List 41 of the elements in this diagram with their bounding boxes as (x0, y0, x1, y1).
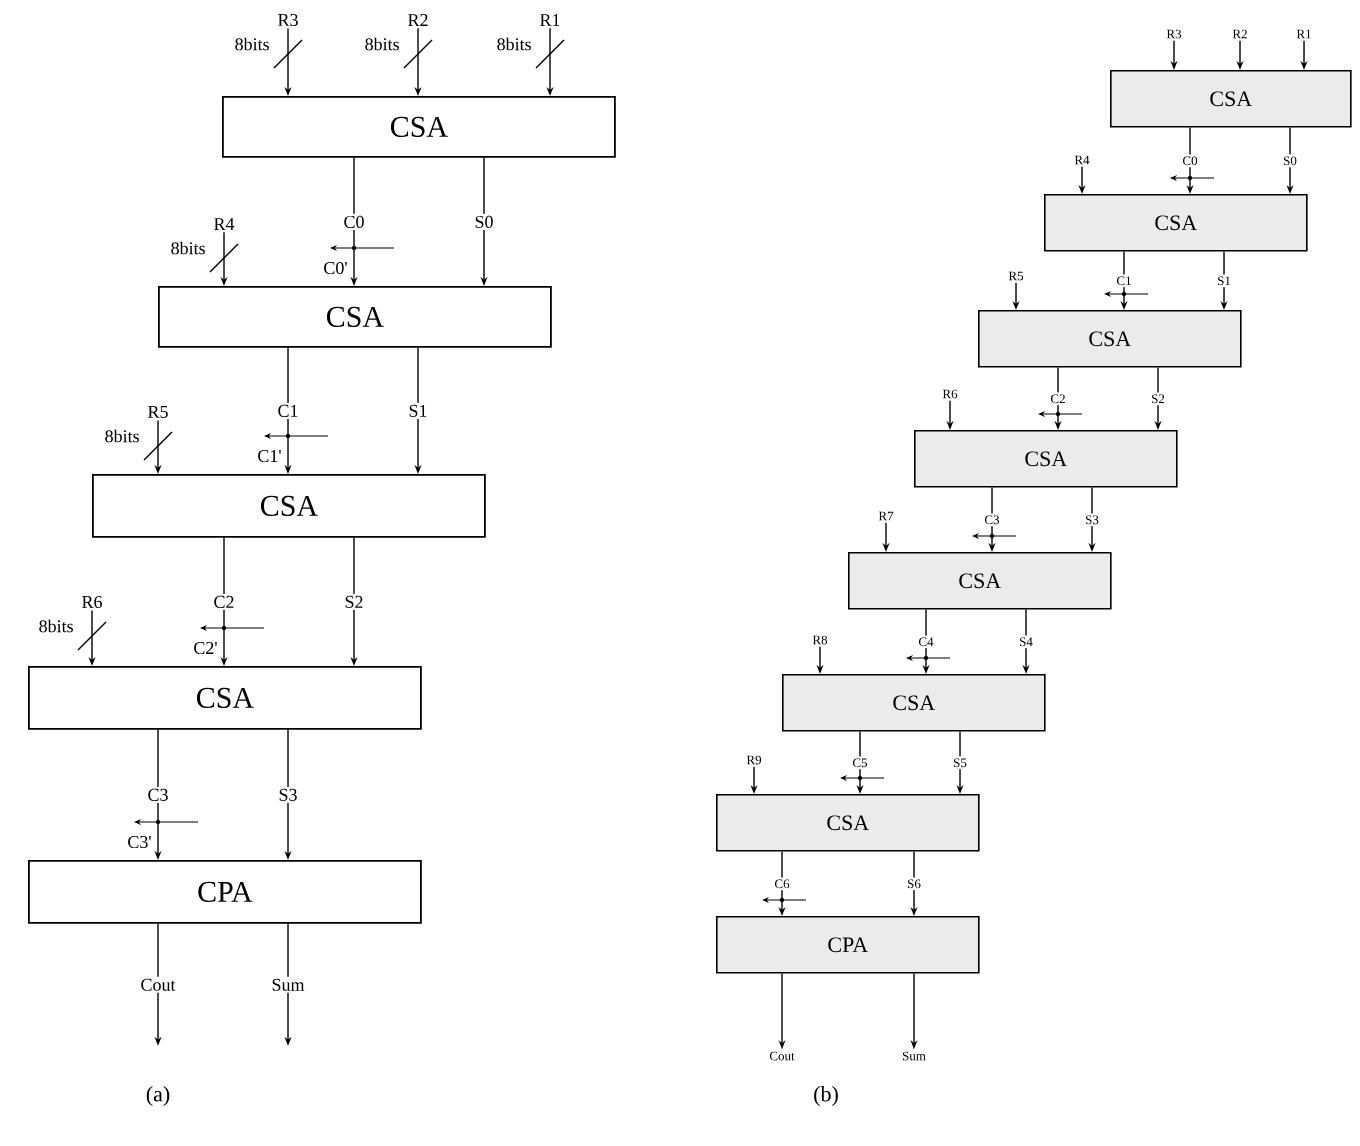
signal-label: C3' (128, 835, 151, 849)
bit-width-label: 8bits (39, 619, 73, 633)
signal-label: R4 (214, 218, 235, 230)
edge-label: C3 (145, 786, 171, 803)
signal-label: C1' (258, 449, 281, 463)
bit-width-label: 8bits (497, 37, 531, 51)
adder-box: CSA (978, 310, 1242, 368)
signal-label: R3 (278, 13, 298, 27)
edge-label: S1 (406, 402, 430, 419)
bit-width-label: 8bits (105, 429, 139, 443)
edge-label: C2 (211, 593, 237, 610)
adder-box: CSA (914, 430, 1178, 488)
edge-label: S2 (342, 593, 366, 610)
panel-caption: (b) (814, 1086, 838, 1106)
signal-label: C0' (324, 261, 347, 275)
adder-box: CSA (158, 286, 552, 348)
edge-label: S3 (276, 786, 300, 803)
adder-box: CSA (222, 96, 616, 158)
panel-caption: (a) (146, 1086, 170, 1106)
adder-box: CSA (716, 794, 980, 852)
bit-width-label: 8bits (365, 37, 399, 51)
adder-box: CSA (28, 666, 422, 730)
adder-box: CSA (92, 474, 486, 538)
signal-label: R2 (408, 14, 428, 26)
adder-box: CSA (782, 674, 1046, 732)
signal-label: R1 (540, 14, 560, 26)
edge-label: Cout (138, 976, 178, 993)
adder-box: CPA (28, 860, 422, 924)
adder-box: CPA (716, 916, 980, 974)
edge-label: S0 (472, 213, 496, 230)
edge-label: C1 (275, 402, 301, 419)
signal-label: C2' (194, 641, 217, 655)
edge-label: C0 (341, 213, 367, 230)
bit-width-label: 8bits (171, 241, 205, 255)
bit-width-label: 8bits (235, 37, 269, 51)
edge-label: Sum (269, 976, 307, 993)
adder-box: CSA (1044, 194, 1308, 252)
adder-box: CSA (848, 552, 1112, 610)
adder-box: CSA (1110, 70, 1352, 128)
signal-label: R5 (148, 406, 168, 418)
signal-label: R6 (82, 595, 102, 609)
